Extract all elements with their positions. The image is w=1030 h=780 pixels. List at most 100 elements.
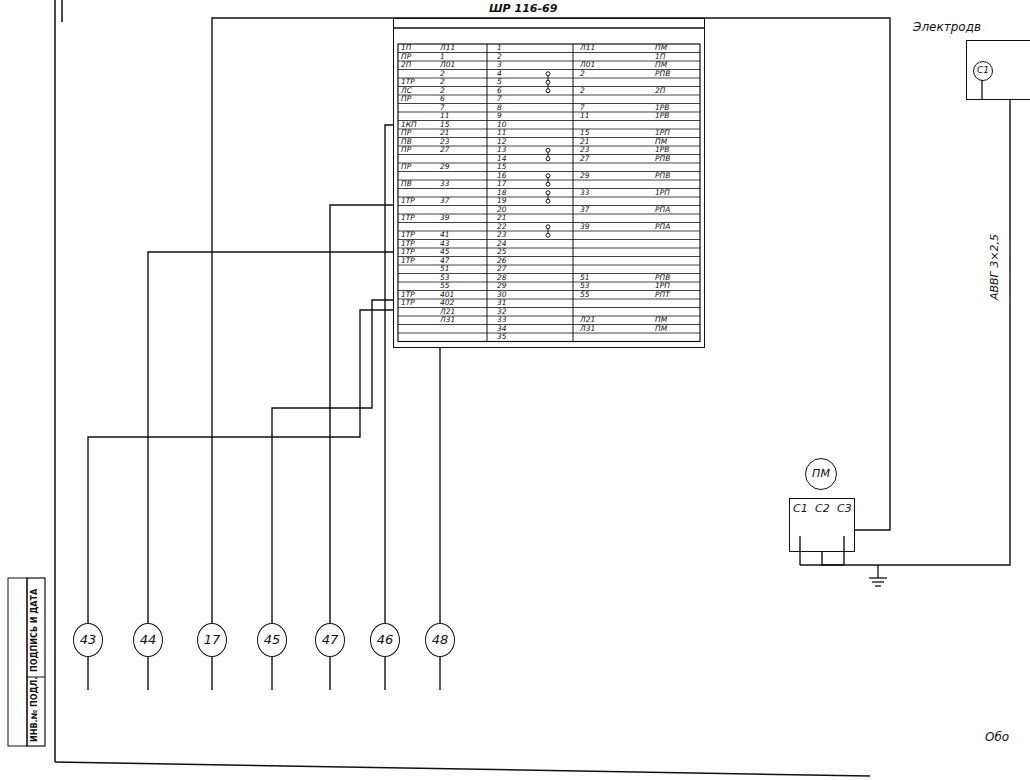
- jumper-dot: [546, 72, 550, 76]
- terminal-number: 12: [497, 138, 507, 147]
- terminal-circle: С1: [973, 61, 993, 81]
- stamp-box: [8, 578, 27, 746]
- device-code: ПМ: [655, 61, 667, 70]
- cable-line: [439, 348, 440, 623]
- cable-line: [272, 300, 393, 623]
- terminal-number: 35: [497, 333, 507, 342]
- node-label: 45: [264, 633, 281, 647]
- device-code: РПВ: [655, 274, 670, 283]
- device-code: 1П: [655, 53, 665, 62]
- device-code: 1ТР: [401, 231, 415, 240]
- stamp-text: ИНВ.№ ПОДЛ.: [30, 677, 40, 742]
- stamp-text: ПОДПИСЬ И ДАТА: [30, 589, 40, 672]
- device-code: ПМ: [655, 325, 667, 334]
- jumper-dot: [546, 174, 550, 178]
- terminal-number: 27: [497, 265, 507, 274]
- cable-tail: [211, 657, 212, 690]
- device-code: РПА: [655, 223, 670, 232]
- terminal-row-line: [398, 154, 700, 155]
- device-code: РПТ: [655, 291, 670, 300]
- jumper-dot: [546, 199, 550, 203]
- cable-tail: [439, 657, 440, 690]
- terminal-number: 14: [497, 155, 507, 164]
- terminal-table-grid: [393, 28, 705, 342]
- column-line: [487, 44, 488, 342]
- device-code: 1ТР: [401, 248, 415, 257]
- frame-line: [54, 0, 56, 762]
- wire-number: 55: [580, 291, 590, 300]
- terminal-number: 30: [497, 291, 507, 300]
- frame-line: [55, 762, 870, 776]
- wire-number: 33: [440, 180, 450, 189]
- device-code: ПМ: [655, 316, 667, 325]
- jumper-dot: [546, 89, 550, 93]
- wire-number: Л31: [580, 325, 595, 334]
- terminal-number: 2: [497, 53, 502, 62]
- wire-number: 2: [440, 87, 445, 96]
- cable-number: 17: [197, 623, 227, 657]
- wire-number: 53: [440, 274, 450, 283]
- terminal-number: 22: [497, 223, 507, 232]
- wire-number: 21: [440, 129, 450, 138]
- device-code: ПМ: [655, 44, 667, 53]
- sheet-note: Обо: [985, 730, 1009, 744]
- cable-tail: [87, 657, 88, 690]
- wire-number: 27: [580, 155, 590, 164]
- terminal-number: 3: [497, 61, 502, 70]
- terminal-number: 13: [497, 146, 507, 155]
- terminal-number: 33: [497, 316, 507, 325]
- box-heading: Электродв: [913, 20, 981, 34]
- lead-line: [843, 536, 844, 565]
- wire-number: 51: [580, 274, 590, 283]
- cable-tail: [147, 657, 148, 690]
- terminal-number: 20: [497, 206, 507, 215]
- terminal-number: 9: [497, 112, 502, 121]
- terminal-row-line: [398, 222, 700, 223]
- wire-number: Л21: [440, 308, 455, 317]
- frame-line: [61, 0, 63, 22]
- stamp-box: [27, 578, 45, 746]
- terminal-number: 5: [497, 78, 502, 87]
- wire-number: 401: [440, 291, 454, 300]
- wire-number: 2: [580, 70, 585, 79]
- device-code: 1РВ: [655, 146, 669, 155]
- cable-line: [822, 100, 1010, 565]
- device-code: РПВ: [655, 70, 670, 79]
- terminal-row-line: [398, 324, 700, 325]
- wire-number: 402: [440, 299, 454, 308]
- device-code: РПВ: [655, 155, 670, 164]
- terminal-number: 10: [497, 121, 507, 130]
- ground-line: [877, 565, 878, 578]
- wire-number: 33: [580, 189, 590, 198]
- wire-number: 6: [440, 95, 445, 104]
- device-code: 1ТР: [401, 257, 415, 266]
- wire-number: 41: [440, 231, 450, 240]
- terminal-number: 31: [497, 299, 507, 308]
- cable-number: 48: [425, 623, 455, 657]
- wire-number: 27: [440, 146, 450, 155]
- wire-number: Л01: [440, 61, 455, 70]
- wire-number: 11: [440, 112, 450, 121]
- terminal-number: 21: [497, 214, 507, 223]
- terminal-number: 29: [497, 282, 507, 291]
- cable-tail: [329, 657, 330, 690]
- terminal-number: 6: [497, 87, 502, 96]
- wire-number: 23: [580, 146, 590, 155]
- cable-line: [88, 310, 393, 623]
- terminal-number: 25: [497, 248, 507, 257]
- terminal-number: 1: [497, 44, 502, 53]
- wire-number: 53: [580, 282, 590, 291]
- terminal-number: 17: [497, 180, 507, 189]
- device-code: 1РВ: [655, 104, 669, 113]
- terminal-row-line: [398, 188, 700, 189]
- jumper-dot: [546, 191, 550, 195]
- wire-number: 15: [440, 121, 450, 130]
- cable-tail: [271, 657, 272, 690]
- device-code: 1РП: [655, 282, 670, 291]
- cable-line: [330, 205, 393, 623]
- device-code: ПР: [401, 53, 411, 62]
- terminal-name: С2: [815, 502, 830, 515]
- device-code: 1КП: [401, 121, 417, 130]
- device-code: 1ТР: [401, 299, 415, 308]
